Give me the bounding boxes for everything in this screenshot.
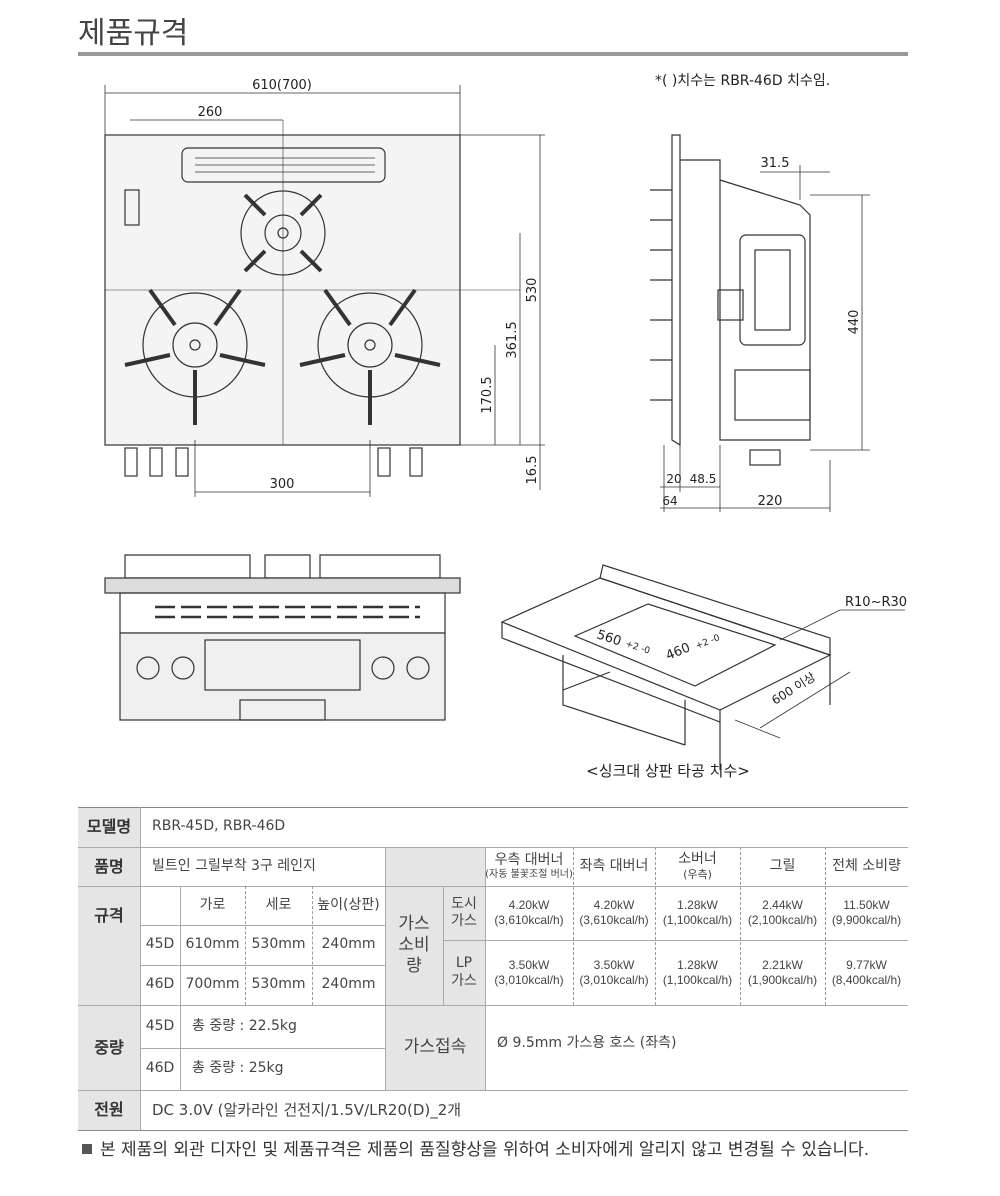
spec-cell: 700mm bbox=[185, 976, 240, 993]
model-label: 모델명 bbox=[78, 807, 140, 847]
gas-type-city: 도시 가스 bbox=[443, 886, 485, 940]
overlay-text: (우측) bbox=[683, 868, 712, 882]
spec-row-model: 45D bbox=[145, 936, 175, 953]
kcal-value: (1,100kcal/h) bbox=[662, 913, 733, 927]
dim-16: 16.5 bbox=[525, 456, 540, 485]
kw-value: 4.20kW bbox=[593, 898, 635, 912]
spec-cell: 530mm bbox=[251, 936, 306, 953]
spec-header-width: 가로 bbox=[199, 896, 226, 913]
weight-value: 총 중량 : 22.5kg bbox=[192, 1017, 297, 1034]
sink-cutout-drawing: R10~R30 560 +2 -0 460 +2 -0 600 이상 <싱크대 … bbox=[500, 564, 907, 780]
dim-530: 530 bbox=[525, 278, 540, 303]
model-value: RBR-45D, RBR-46D bbox=[152, 818, 286, 835]
header-main: 우측 대버너 bbox=[494, 851, 564, 868]
kcal-value: (3,010kcal/h) bbox=[579, 972, 649, 987]
gas-value-cell: 1.28kW(1,100kcal/h) bbox=[655, 886, 740, 940]
kcal-value: (9,900kcal/h) bbox=[831, 913, 902, 927]
gas-value-cell: 9.77kW(8,400kcal/h) bbox=[825, 940, 908, 1005]
cutout-depth: 460 bbox=[664, 641, 693, 664]
side-view-drawing: 31.5 440 20 48.5 64 220 bbox=[650, 134, 870, 512]
dim-300: 300 bbox=[270, 477, 295, 492]
gas-connection-value: Ø 9.5mm 가스용 호스 (좌측) bbox=[497, 1035, 677, 1051]
technical-drawings: 610(700) 260 300 530 361.5 170.5 16.5 31… bbox=[104, 78, 907, 780]
kcal-value: (3,610kcal/h) bbox=[579, 913, 649, 927]
gas-value-cell: 3.50kW(3,010kcal/h) bbox=[573, 940, 655, 1005]
gas-header-left-burner: 좌측 대버너 bbox=[579, 857, 649, 874]
dim-220: 220 bbox=[758, 494, 783, 509]
kw-value: 4.20kW bbox=[508, 898, 550, 912]
counter-depth: 600 이상 bbox=[769, 670, 818, 708]
gas-header-right-burner: 우측 대버너(자동 불꽃조절 버너) bbox=[485, 847, 573, 886]
gas-value-cell: 1.28kW(1,100kcal/h) bbox=[655, 940, 740, 1005]
kw-value: 3.50kW bbox=[593, 957, 635, 972]
gas-value-cell: 2.44kW(2,100kcal/h) bbox=[740, 886, 825, 940]
disclaimer-text: 본 제품의 외관 디자인 및 제품규격은 제품의 품질향상을 위하여 소비자에게… bbox=[100, 1140, 870, 1160]
power-value: DC 3.0V (알카라인 건전지/1.5V/LR20(D)_2개 bbox=[152, 1100, 462, 1119]
dim-260: 260 bbox=[198, 105, 223, 120]
spec-cell: 530mm bbox=[251, 976, 306, 993]
spec-header-height: 높이(상판) bbox=[317, 896, 380, 913]
power-label: 전원 bbox=[78, 1090, 140, 1130]
dim-48: 48.5 bbox=[690, 472, 717, 486]
kcal-value: (1,100kcal/h) bbox=[662, 972, 733, 987]
kw-value: 9.77kW bbox=[846, 957, 887, 972]
dim-361: 361.5 bbox=[505, 321, 520, 358]
cutout-width-tolerance: +2 -0 bbox=[624, 639, 651, 656]
gas-header-small-burner: 소버너(우측) bbox=[655, 847, 740, 886]
header-main: 소버너 bbox=[678, 850, 717, 867]
cutout-depth-tolerance: +2 -0 bbox=[694, 633, 721, 652]
weight-label: 중량 bbox=[78, 1005, 140, 1090]
gas-connection-label: 가스접속 bbox=[385, 1005, 485, 1090]
disclaimer: 본 제품의 외관 디자인 및 제품규격은 제품의 품질향상을 위하여 소비자에게… bbox=[82, 1138, 882, 1162]
kcal-value: (2,100kcal/h) bbox=[747, 913, 818, 927]
dimension-note: *( )치수는 RBR-46D 치수임. bbox=[655, 73, 831, 89]
dim-31: 31.5 bbox=[761, 156, 790, 171]
kw-value: 11.50kW bbox=[843, 898, 890, 912]
dim-64: 64 bbox=[662, 494, 677, 508]
name-value: 빌트인 그릴부착 3구 레인지 bbox=[152, 857, 316, 874]
weight-row-model: 46D bbox=[145, 1060, 175, 1077]
gas-type-lp: LP 가스 bbox=[443, 940, 485, 1005]
kw-value: 2.44kW bbox=[762, 898, 803, 912]
kcal-value: (3,610kcal/h) bbox=[494, 913, 564, 927]
kcal-value: (1,900kcal/h) bbox=[747, 972, 818, 987]
page-title: 제품규격 bbox=[78, 16, 189, 51]
gas-header-total: 전체 소비량 bbox=[832, 857, 901, 874]
name-label: 품명 bbox=[78, 847, 140, 886]
dim-20: 20 bbox=[666, 472, 681, 486]
cutout-width: 560 bbox=[595, 628, 623, 650]
kw-value: 1.28kW bbox=[677, 898, 718, 912]
gas-consumption-label: 가스 소비량 bbox=[385, 886, 443, 1005]
kw-value: 2.21kW bbox=[762, 957, 803, 972]
spec-header-depth: 세로 bbox=[265, 896, 292, 913]
spec-label: 규격 bbox=[78, 886, 140, 946]
weight-row-model: 45D bbox=[145, 1017, 175, 1034]
gas-value-cell: 4.20kW(3,610kcal/h) bbox=[485, 886, 573, 940]
spec-row-model: 46D bbox=[145, 976, 175, 993]
sink-caption: <싱크대 상판 타공 치수> bbox=[586, 762, 750, 780]
kw-value: 1.28kW bbox=[677, 957, 718, 972]
spec-cell: 610mm bbox=[185, 936, 240, 953]
title-divider bbox=[78, 52, 908, 56]
spec-cell: 240mm bbox=[321, 936, 376, 953]
dim-width: 610(700) bbox=[252, 78, 312, 93]
front-view-drawing bbox=[104, 554, 461, 721]
kw-value: 3.50kW bbox=[508, 957, 550, 972]
dim-170: 170.5 bbox=[480, 376, 495, 413]
top-view-drawing: 610(700) 260 300 530 361.5 170.5 16.5 bbox=[104, 78, 545, 497]
gas-value-cell: 11.50kW(9,900kcal/h) bbox=[825, 886, 908, 940]
dim-440: 440 bbox=[847, 310, 862, 335]
header-sub: (자동 불꽃조절 버너) bbox=[485, 869, 573, 880]
gas-header-grill: 그릴 bbox=[769, 857, 796, 874]
gas-value-cell: 2.21kW(1,900kcal/h) bbox=[740, 940, 825, 1005]
bullet-square-icon bbox=[82, 1144, 92, 1154]
kcal-value: (3,010kcal/h) bbox=[494, 972, 564, 987]
spec-cell: 240mm bbox=[321, 976, 376, 993]
gas-value-cell: 3.50kW(3,010kcal/h) bbox=[485, 940, 573, 1005]
kcal-value: (8,400kcal/h) bbox=[831, 972, 902, 987]
gas-value-cell: 4.20kW(3,610kcal/h) bbox=[573, 886, 655, 940]
radius-label: R10~R30 bbox=[845, 595, 907, 610]
weight-value: 총 중량 : 25kg bbox=[192, 1060, 284, 1077]
